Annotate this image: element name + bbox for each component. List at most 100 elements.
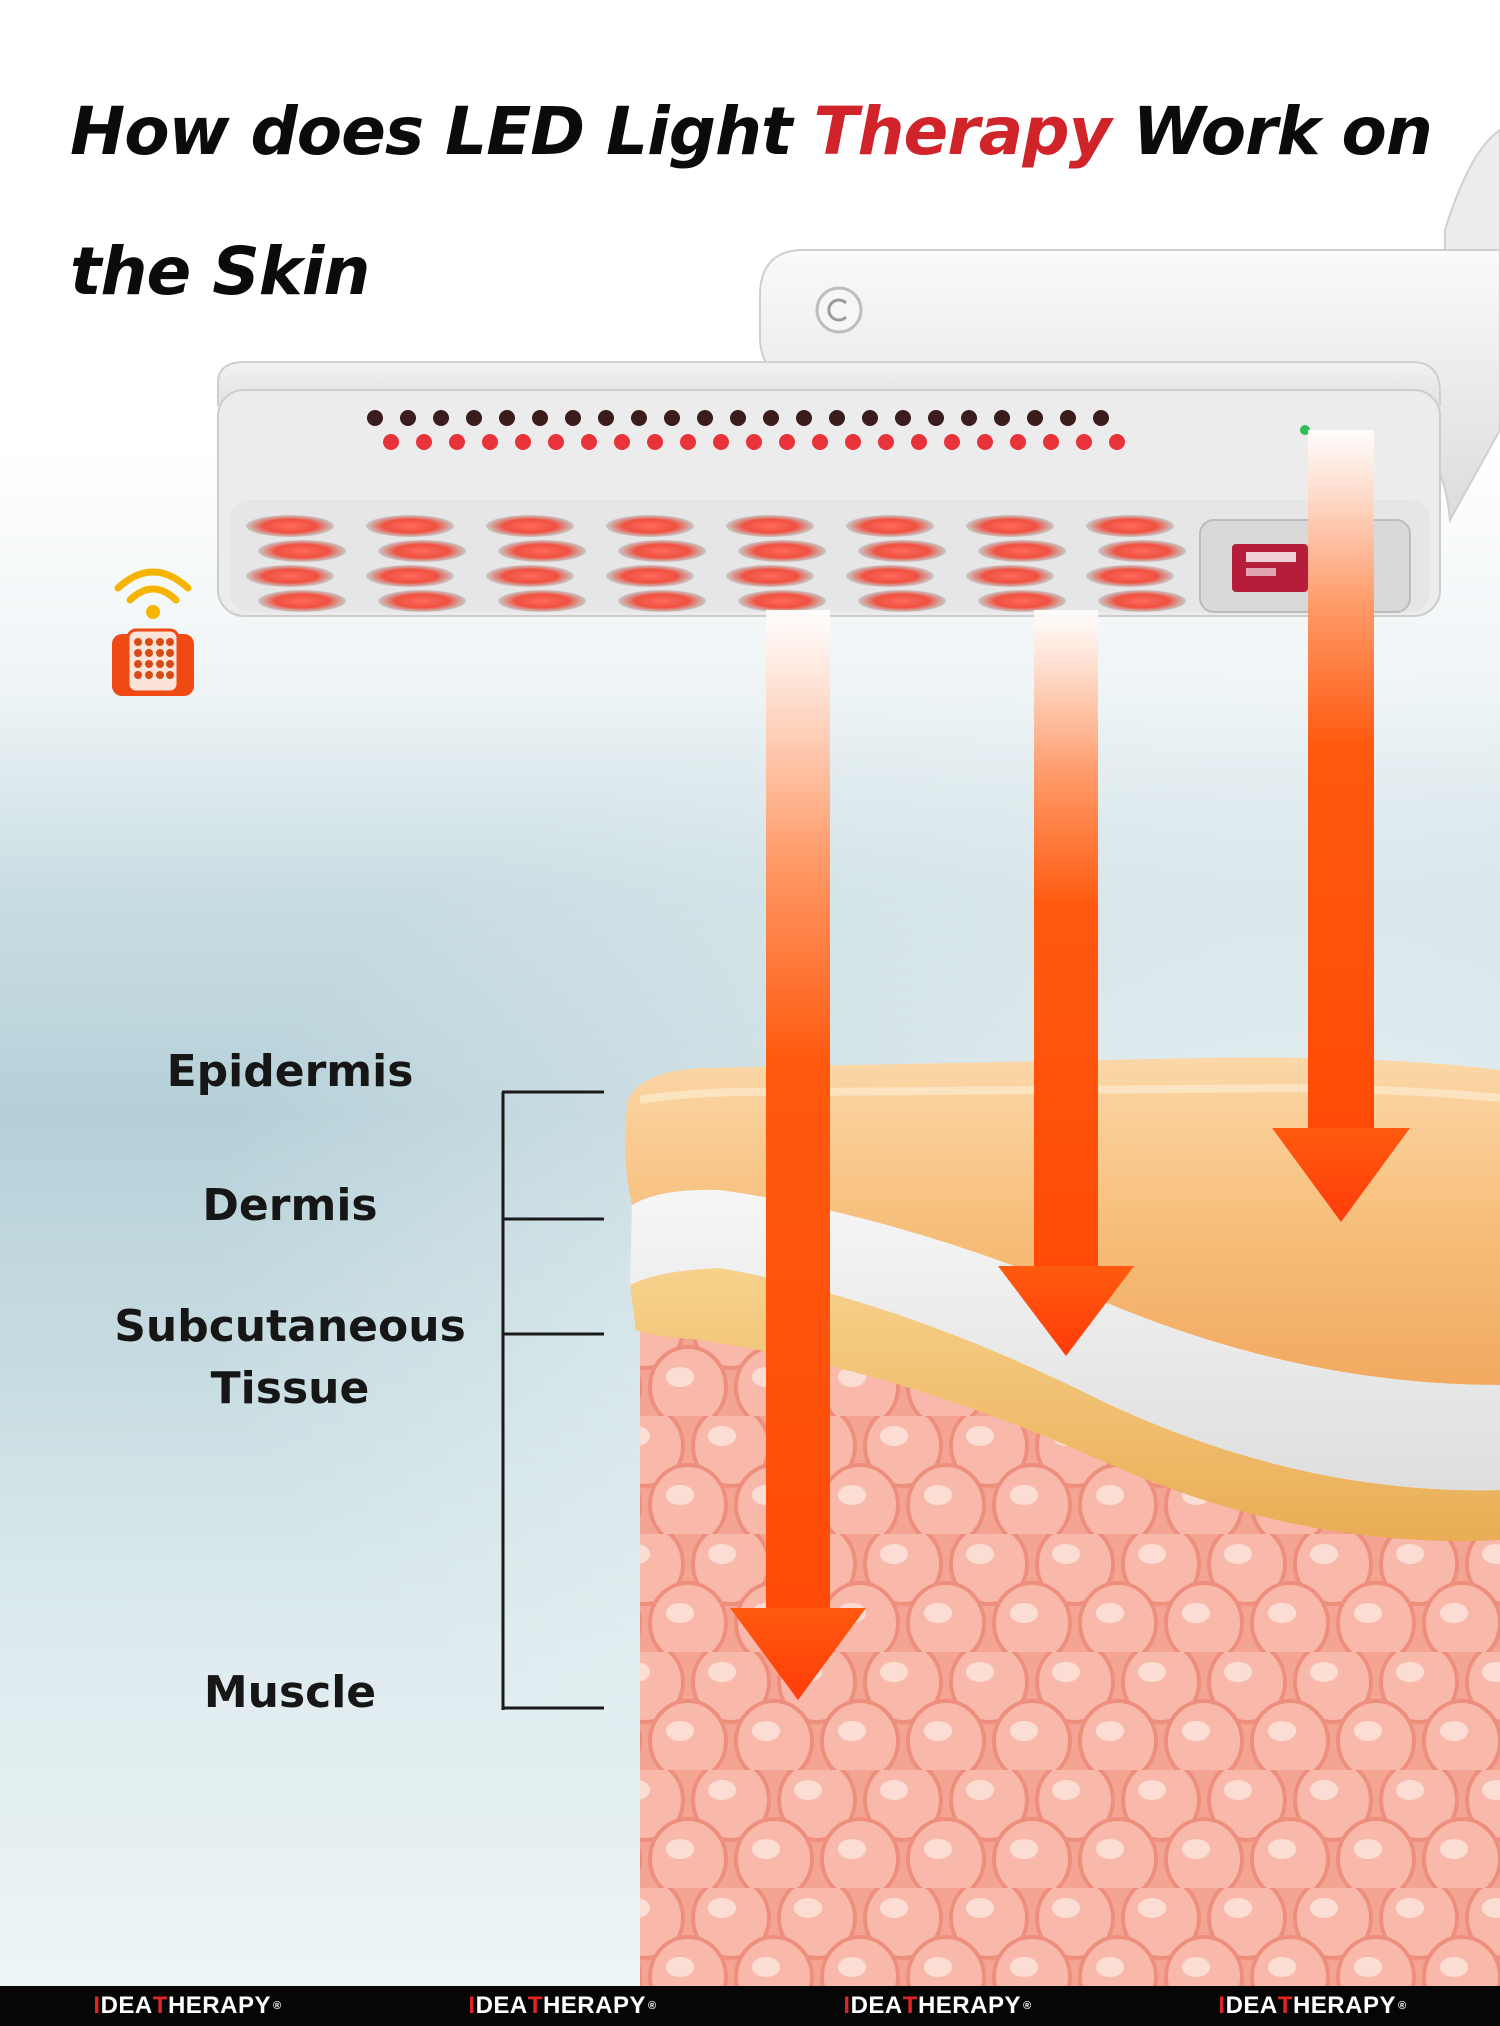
led-bulb bbox=[846, 515, 934, 537]
led-bulb bbox=[378, 590, 466, 612]
label-dermis: Dermis bbox=[202, 1180, 378, 1231]
led-bulb bbox=[258, 590, 346, 612]
vent-hole bbox=[779, 434, 795, 450]
remote-control-icon bbox=[112, 568, 194, 696]
vent-hole bbox=[796, 410, 812, 426]
led-bulb bbox=[966, 565, 1054, 587]
vent-hole bbox=[1010, 434, 1026, 450]
title-highlight: Therapy bbox=[813, 93, 1111, 170]
vent-hole bbox=[499, 410, 515, 426]
vent-hole bbox=[383, 434, 399, 450]
vent-hole bbox=[944, 434, 960, 450]
vent-hole bbox=[400, 410, 416, 426]
led-bulb bbox=[858, 540, 946, 562]
label-subcutaneous: Subcutaneous Tissue bbox=[114, 1301, 466, 1414]
vent-hole bbox=[664, 410, 680, 426]
led-bulb bbox=[978, 590, 1066, 612]
label-muscle: Muscle bbox=[203, 1667, 377, 1718]
label-epidermis: Epidermis bbox=[166, 1046, 414, 1097]
led-bulb bbox=[498, 590, 586, 612]
vent-hole bbox=[928, 410, 944, 426]
led-bulb bbox=[486, 565, 574, 587]
arrow-epidermis bbox=[1308, 430, 1374, 1130]
vent-hole bbox=[1076, 434, 1092, 450]
vent-hole bbox=[416, 434, 432, 450]
vent-hole bbox=[515, 434, 531, 450]
vent-hole bbox=[532, 410, 548, 426]
led-bulb bbox=[738, 540, 826, 562]
vent-hole bbox=[433, 410, 449, 426]
vent-hole bbox=[1109, 434, 1125, 450]
arrow-epidermis-head bbox=[1272, 1128, 1410, 1222]
vent-hole bbox=[598, 410, 614, 426]
led-bulb bbox=[486, 515, 574, 537]
arrow-muscle-head bbox=[730, 1608, 866, 1700]
led-bulb bbox=[738, 590, 826, 612]
vent-hole bbox=[466, 410, 482, 426]
led-bulb bbox=[1086, 515, 1174, 537]
vent-hole bbox=[367, 410, 383, 426]
led-bulb bbox=[618, 540, 706, 562]
vent-hole bbox=[977, 434, 993, 450]
led-bulb bbox=[258, 540, 346, 562]
vent-hole bbox=[763, 410, 779, 426]
vent-hole bbox=[829, 410, 845, 426]
vent-hole bbox=[713, 434, 729, 450]
led-bulb bbox=[726, 515, 814, 537]
vent-hole bbox=[1093, 410, 1109, 426]
vent-hole bbox=[449, 434, 465, 450]
led-panel-device: – + bbox=[217, 128, 1500, 617]
led-bulb bbox=[858, 590, 946, 612]
vent-hole bbox=[697, 410, 713, 426]
subcutaneous-layer bbox=[630, 1268, 1500, 1541]
vent-hole bbox=[614, 434, 630, 450]
vent-hole bbox=[746, 434, 762, 450]
vent-hole bbox=[548, 434, 564, 450]
led-bulb bbox=[606, 565, 694, 587]
arrow-dermis-head bbox=[998, 1266, 1134, 1356]
vent-hole bbox=[1060, 410, 1076, 426]
led-bulb bbox=[246, 515, 334, 537]
vent-hole bbox=[730, 410, 746, 426]
vent-hole bbox=[565, 410, 581, 426]
led-bulb bbox=[1098, 590, 1186, 612]
led-bulb bbox=[366, 565, 454, 587]
arrow-dermis bbox=[1034, 610, 1098, 1270]
led-bulb bbox=[1086, 565, 1174, 587]
led-bulb bbox=[978, 540, 1066, 562]
arrow-muscle bbox=[766, 610, 830, 1610]
led-bulb bbox=[498, 540, 586, 562]
vent-hole bbox=[994, 410, 1010, 426]
vent-hole bbox=[1027, 410, 1043, 426]
vent-hole bbox=[482, 434, 498, 450]
vent-hole bbox=[895, 410, 911, 426]
muscle-layer bbox=[640, 1310, 1500, 1986]
vent-hole bbox=[680, 434, 696, 450]
led-bulb bbox=[378, 540, 466, 562]
led-bulb bbox=[246, 565, 334, 587]
vent-hole bbox=[581, 434, 597, 450]
vent-hole bbox=[1043, 434, 1059, 450]
vent-hole bbox=[878, 434, 894, 450]
power-button-icon bbox=[815, 286, 863, 334]
vent-hole bbox=[845, 434, 861, 450]
led-bulb bbox=[846, 565, 934, 587]
wifi-icon bbox=[114, 568, 192, 619]
led-bulb bbox=[966, 515, 1054, 537]
led-bulb bbox=[606, 515, 694, 537]
vent-hole bbox=[911, 434, 927, 450]
vent-hole bbox=[961, 410, 977, 426]
vent-hole bbox=[862, 410, 878, 426]
led-bulb bbox=[366, 515, 454, 537]
vent-hole bbox=[647, 434, 663, 450]
page-title: How does LED Light Therapy Work on the S… bbox=[70, 93, 1433, 310]
vent-hole bbox=[631, 410, 647, 426]
led-bulb bbox=[726, 565, 814, 587]
